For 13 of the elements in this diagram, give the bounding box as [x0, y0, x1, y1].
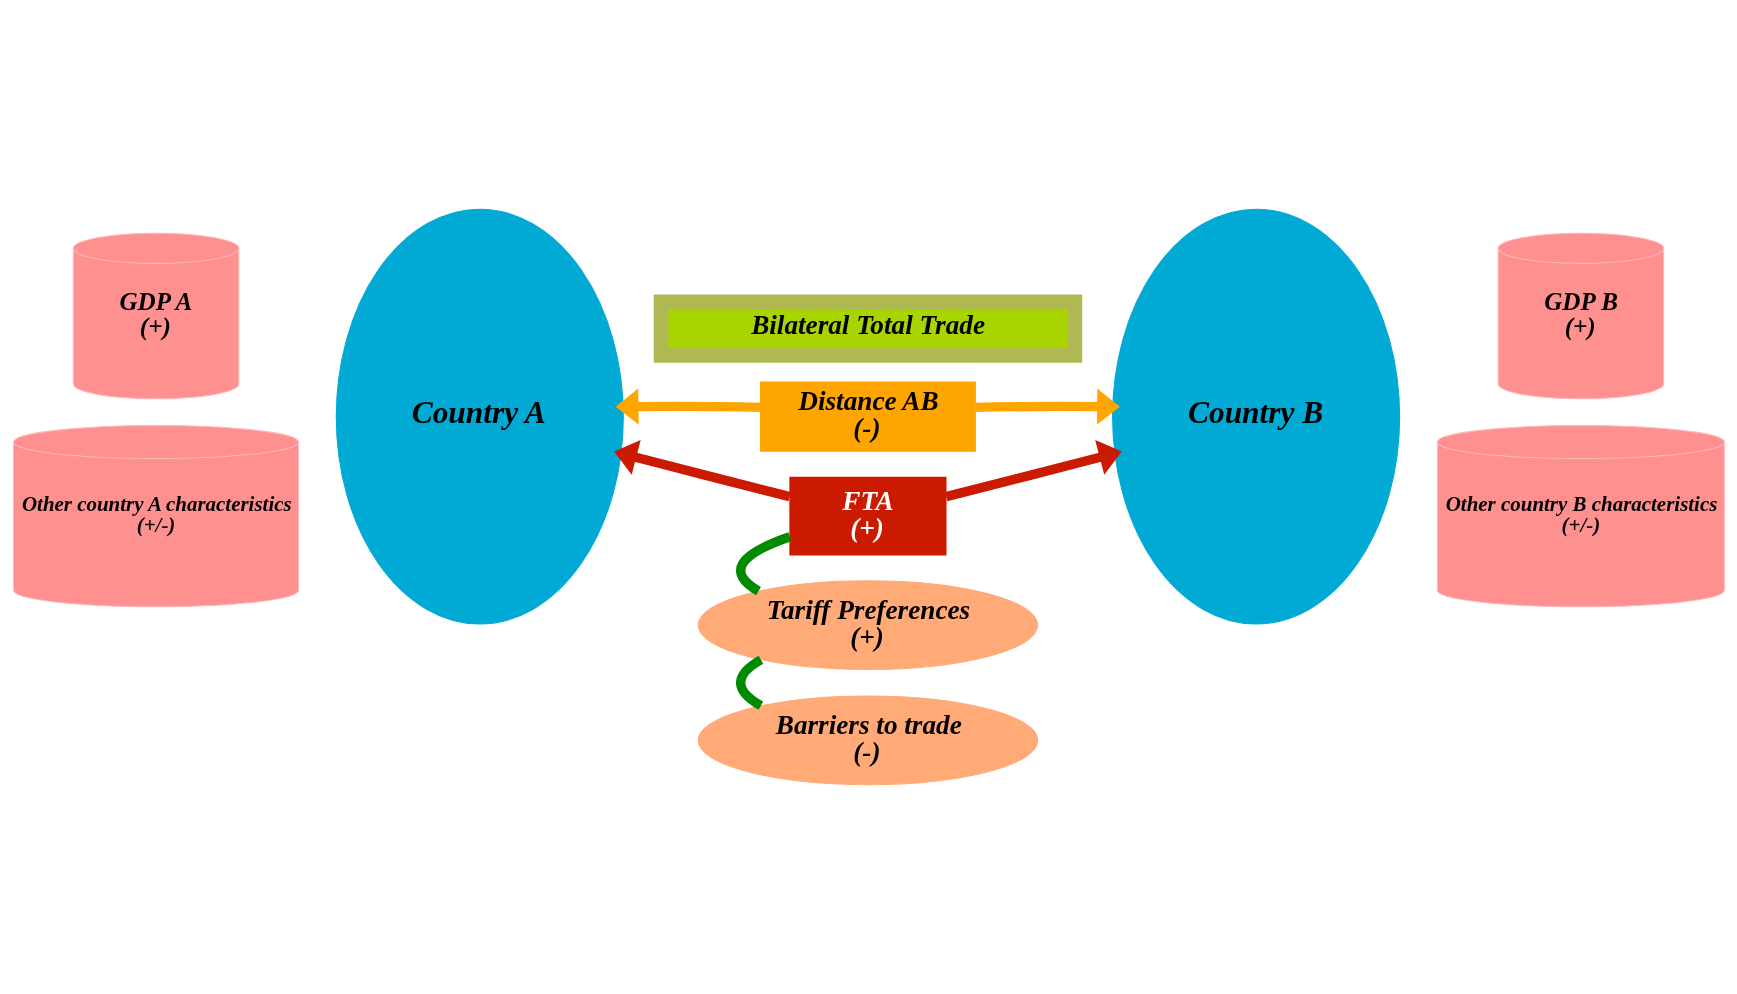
connector — [735, 655, 763, 710]
arrow — [944, 439, 1122, 502]
node-ellipse: Tariff Preferences (+) — [697, 580, 1038, 670]
arrow — [974, 388, 1120, 425]
node-ellipse: Country B — [1111, 208, 1400, 625]
arrow — [615, 388, 760, 425]
node-box: Distance AB (-) — [759, 381, 976, 452]
connector — [735, 532, 791, 596]
node-ellipse: Country A — [335, 208, 624, 625]
node-box: FTA (+) — [788, 476, 947, 556]
node-ellipse: Barriers to trade (-) — [697, 695, 1038, 786]
node-box: Bilateral Total Trade — [653, 294, 1082, 363]
arrow — [613, 439, 791, 502]
